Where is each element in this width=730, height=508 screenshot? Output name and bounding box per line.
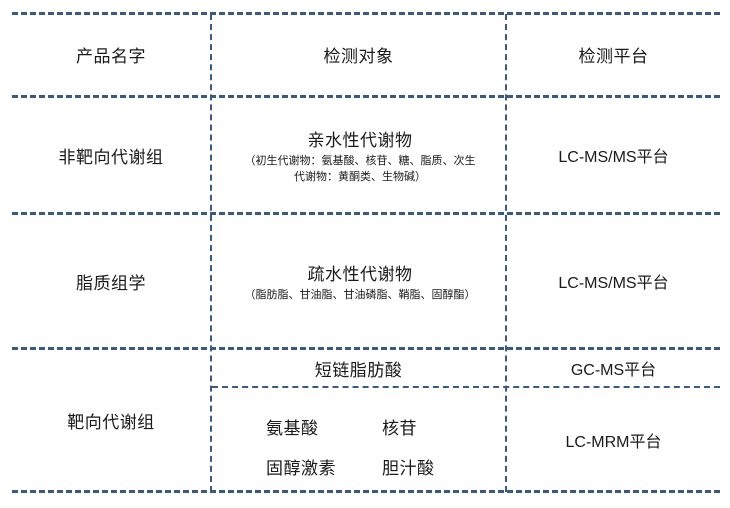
row1-product: 非靶向代谢组: [58, 147, 164, 168]
row2-bottom-border: [12, 347, 720, 350]
row2-product: 脂质组学: [76, 273, 146, 294]
row1-bottom-border: [12, 212, 720, 215]
header-platform: 检测平台: [578, 47, 649, 67]
mrm-object-grid: 氨基酸 核苷 固醇激素 胆汁酸: [212, 402, 506, 492]
row1-object-cell: 亲水性代谢物 （初生代谢物：氨基酸、核苷、糖、脂质、次生代谢物：黄酮类、生物碱）: [240, 98, 480, 212]
column-divider-2: [505, 14, 507, 492]
mrm-object-bile-acid: 胆汁酸: [382, 459, 435, 479]
row2-platform: LC-MS/MS平台: [558, 275, 669, 292]
row2-object-cell: 疏水性代谢物 （脂肪脂、甘油脂、甘油磷脂、鞘脂、固醇酯）: [242, 215, 478, 347]
row2-object-detail: （脂肪脂、甘油脂、甘油磷脂、鞘脂、固醇酯）: [244, 287, 476, 301]
row2-object-title: 疏水性代谢物: [307, 264, 413, 285]
mrm-platform: LC-MRM平台: [565, 433, 662, 451]
table-top-border: [12, 12, 720, 15]
header-bottom-border: [12, 95, 720, 98]
mrm-object-sterol-hormone: 固醇激素: [266, 459, 336, 479]
header-detection-object: 检测对象: [323, 47, 394, 67]
targeted-product: 靶向代谢组: [67, 412, 155, 433]
targeted-inner-border: [212, 386, 720, 388]
mrm-object-amino-acid: 氨基酸: [266, 419, 319, 439]
row1-object-title: 亲水性代谢物: [307, 130, 413, 151]
row1-object-detail: （初生代谢物：氨基酸、核苷、糖、脂质、次生代谢物：黄酮类、生物碱）: [244, 153, 476, 183]
scfa-object: 短链脂肪酸: [314, 360, 403, 381]
header-product-name: 产品名字: [76, 47, 146, 67]
scfa-platform: GC-MS平台: [570, 362, 657, 379]
column-divider-1: [210, 14, 212, 492]
table-bottom-border: [12, 490, 720, 493]
row1-platform: LC-MS/MS平台: [558, 149, 669, 166]
mrm-object-nucleoside: 核苷: [382, 419, 417, 439]
